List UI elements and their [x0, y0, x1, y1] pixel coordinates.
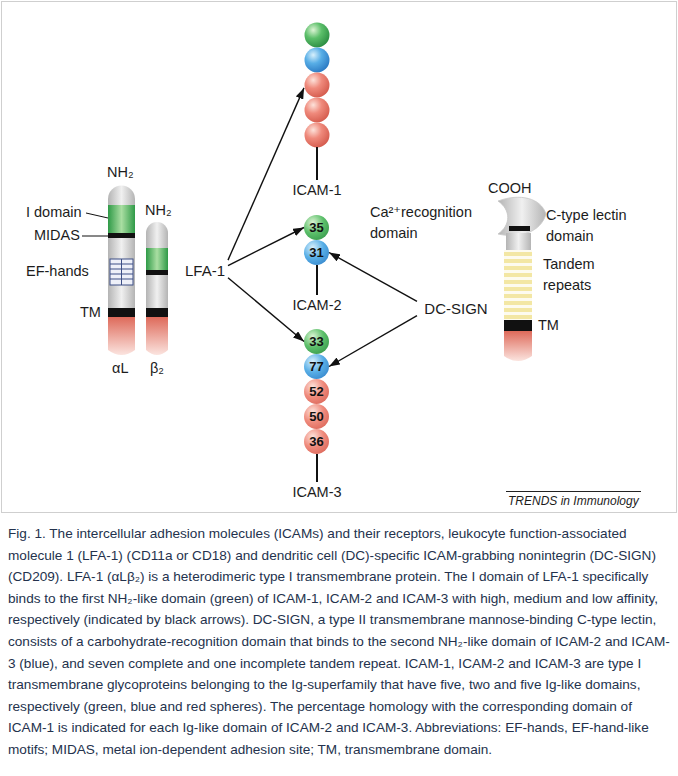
stalk [316, 454, 318, 482]
part-label: TM [538, 315, 559, 336]
ig-domain-sphere: 52 [304, 379, 329, 404]
tm-band [146, 308, 168, 317]
homology-percent: 77 [309, 359, 323, 374]
ig-domain-sphere [305, 123, 330, 148]
figure: LFA-1 ICAM-1ICAM-2 35 31DC-SIGN ICAM-3 33 77 52… [0, 0, 678, 515]
cytoplasmic-tail [504, 331, 532, 361]
cytoplasmic-tail [146, 317, 168, 355]
frame [2, 2, 677, 513]
part-label: Ca²⁺recognition domain [370, 202, 492, 244]
part-label: COOH [488, 178, 532, 199]
cytoplasmic-tail [108, 317, 135, 355]
ef-hands-grid [110, 259, 133, 285]
midas-band [108, 233, 135, 238]
part-label: Tandem repeats [543, 254, 623, 296]
binding-arrow [329, 316, 417, 367]
binding-arrow [228, 88, 304, 260]
ig-domain-sphere: 33 [304, 329, 329, 354]
caption-text: Fig. 1. The intercellular adhesion molec… [8, 526, 670, 757]
part-label: αL [112, 358, 128, 379]
ig-domain-sphere [305, 98, 330, 123]
journal-watermark: TRENDS in Immunology [506, 491, 641, 510]
molecule-name: ICAM-3 [274, 484, 360, 500]
receptor-label: DC-SIGN [417, 297, 495, 319]
binding-arrow [228, 278, 304, 342]
icam-molecule: ICAM-1 [304, 22, 330, 200]
homology-percent: 31 [309, 245, 323, 260]
midas-band [146, 270, 168, 275]
part-label: β₂ [150, 358, 164, 379]
homology-percent: 35 [309, 220, 323, 235]
leader-line [86, 213, 108, 218]
lectin-band [509, 226, 530, 231]
lectin-neck [506, 233, 531, 250]
part-label: EF-hands [26, 261, 89, 282]
part-label: C-type lectin domain [546, 205, 646, 247]
ig-domain-sphere [305, 23, 330, 48]
carbohydrate-recognition-domain [498, 197, 546, 235]
part-label: I domain [26, 202, 82, 223]
ef-hands-box [110, 259, 133, 285]
tm-band [108, 308, 135, 317]
homology-percent: 36 [309, 434, 323, 449]
ig-domain-sphere [305, 73, 330, 98]
leader-line [82, 236, 108, 237]
beta-2-chain [146, 222, 168, 308]
homology-percent: 33 [309, 334, 323, 349]
stalk [316, 265, 318, 295]
receptor-name: DC-SIGN [424, 300, 487, 317]
ig-domain-sphere: 35 [304, 215, 329, 240]
ig-domain-sphere: 31 [304, 240, 329, 265]
stalk [316, 147, 318, 180]
part-label: MIDAS [34, 225, 80, 246]
i-domain [108, 205, 135, 233]
connector-layer [0, 0, 678, 515]
tandem-repeats [504, 250, 532, 320]
label-layer: NH₂ I domainMIDAS EF-handsTM NH₂ αL β₂ COOH Ca²… [0, 0, 678, 515]
tm-band [504, 320, 532, 331]
homology-percent: 50 [309, 409, 323, 424]
ig-domain-sphere: 50 [304, 404, 329, 429]
ig-domain-sphere: 77 [304, 354, 329, 379]
i-like-domain [146, 248, 168, 270]
part-label: NH₂ [107, 162, 134, 183]
homology-percent: 52 [309, 384, 323, 399]
part-label: NH₂ [145, 200, 172, 221]
molecule-name: ICAM-2 [274, 297, 360, 313]
icam-molecule: ICAM-33377525036 [304, 329, 330, 501]
receptor-name: LFA-1 [185, 262, 225, 279]
binding-arrow [228, 228, 304, 266]
ig-domain-sphere: 36 [304, 429, 329, 454]
receptor-label: LFA-1 [182, 259, 228, 281]
part-label: TM [80, 302, 101, 323]
figure-caption: Fig. 1. The intercellular adhesion molec… [8, 523, 672, 761]
molecule-name: ICAM-1 [274, 182, 360, 198]
alpha-l-chain [108, 186, 135, 309]
binding-arrow [329, 253, 417, 302]
ig-domain-sphere [305, 48, 330, 73]
icam-molecule: ICAM-23531 [304, 215, 330, 313]
